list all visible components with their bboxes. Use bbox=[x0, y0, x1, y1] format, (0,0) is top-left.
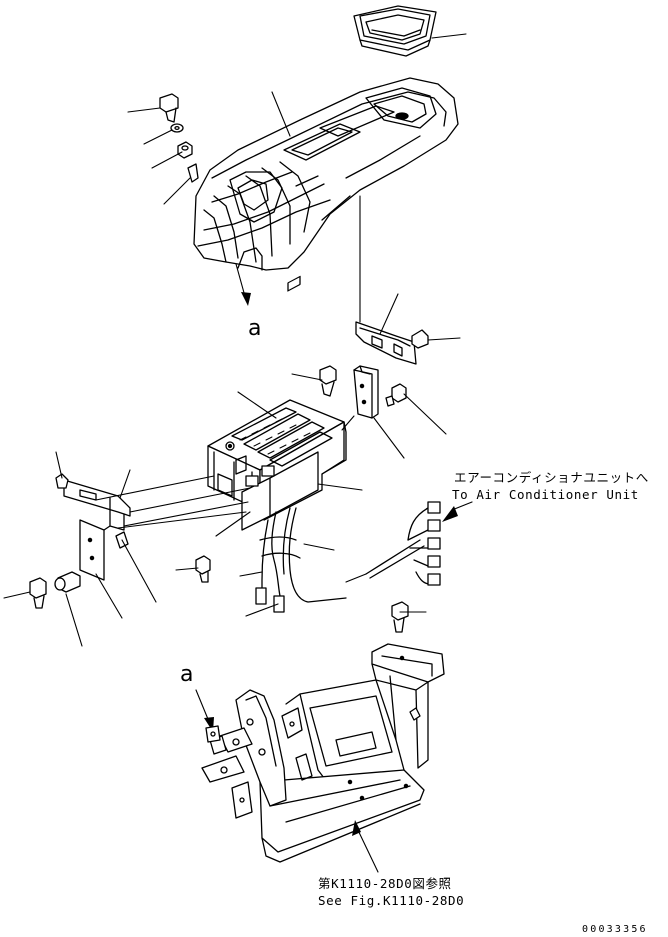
view-a-label-top: a bbox=[248, 316, 262, 341]
document-number: 00033356 bbox=[582, 924, 648, 935]
storage-tray-part bbox=[353, 5, 437, 57]
left-side-bracket bbox=[55, 473, 131, 581]
console-stand-frame bbox=[201, 643, 445, 863]
console-bracket-part bbox=[355, 321, 417, 365]
view-a-label-bottom: a bbox=[180, 662, 194, 687]
wiring-harness-part bbox=[255, 501, 441, 613]
clip-part bbox=[411, 329, 429, 349]
console-cover-part bbox=[193, 77, 459, 271]
reference-note-japanese: 第K1110-28D0図参照 bbox=[318, 876, 452, 891]
air-conditioner-note-japanese: エアーコンディショナユニットへ bbox=[454, 470, 649, 485]
reference-note-english: See Fig.K1110-28D0 bbox=[318, 893, 465, 908]
leader-lines bbox=[3, 33, 473, 873]
view-a-detail bbox=[205, 725, 221, 743]
bolt-stack-upper bbox=[159, 93, 199, 183]
mounting-plate-part bbox=[353, 365, 379, 419]
bolt-left-bottom bbox=[29, 555, 409, 633]
air-conditioner-note-english: To Air Conditioner Unit bbox=[452, 487, 639, 502]
